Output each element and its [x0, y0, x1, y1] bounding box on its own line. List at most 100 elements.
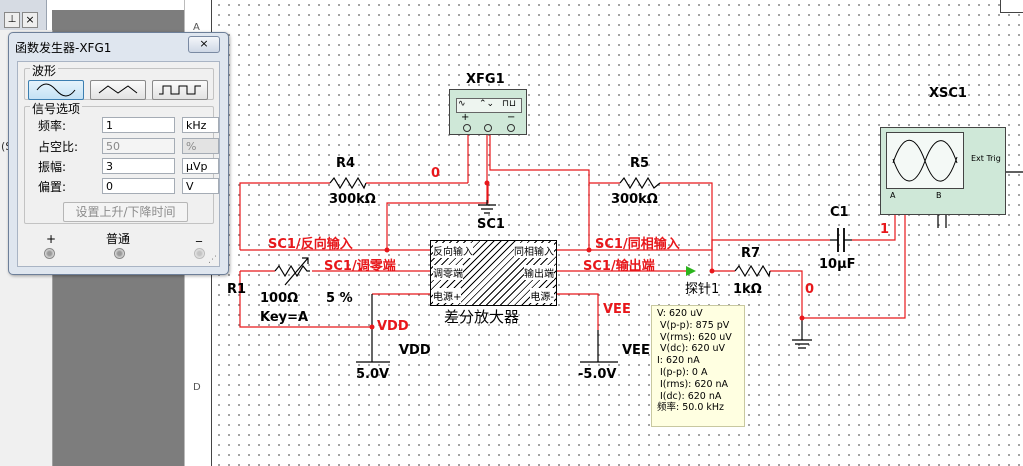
sine-icon: ∿	[458, 99, 466, 109]
window-title: 函数发生器-XFG1	[15, 41, 112, 55]
terminal-plus-label: +	[46, 232, 57, 246]
tip-line: V(rms): 620 uV	[660, 331, 732, 343]
offset-unit-select[interactable]: V	[182, 178, 219, 194]
wire-inv-top	[386, 183, 489, 250]
r4-value: 300kΩ	[329, 192, 376, 207]
panel-close-button[interactable]: ×	[22, 12, 38, 28]
tip-line: I(rms): 620 nA	[660, 378, 729, 390]
duty-unit: %	[182, 138, 219, 154]
wire-xfg-minus	[489, 130, 590, 250]
sc1-out-label: SC1/输出端	[583, 259, 655, 274]
terminal-common-icon[interactable]	[114, 248, 125, 259]
amplitude-input[interactable]: 3	[102, 158, 175, 174]
r1-arrow	[284, 257, 309, 286]
square-wave-button[interactable]	[152, 80, 208, 100]
r1-value: 100Ω	[260, 291, 299, 306]
sine-wave-button[interactable]	[28, 80, 84, 100]
sc1-inv-label: SC1/反向输入	[268, 237, 353, 252]
signal-options-title: 信号选项	[30, 100, 83, 117]
node-0-label: 0	[431, 166, 441, 181]
pane-fragment: (S	[1, 140, 13, 153]
pin-vpos: 电源+	[433, 288, 462, 303]
tip-line: I: 620 nA	[657, 355, 700, 367]
xsc1-oscilloscope[interactable]: Ext Trig A B	[880, 127, 1006, 215]
sc1-noninv-label: SC1/同相输入	[595, 237, 680, 252]
set-rise-fall-time-button[interactable]: 设置上升/下降时间	[63, 202, 188, 222]
amplitude-unit-select[interactable]: μVp	[182, 158, 219, 174]
r5-value: 300kΩ	[611, 192, 658, 207]
triangle-wave-button[interactable]	[90, 80, 146, 100]
terminal-minus-icon[interactable]	[194, 248, 205, 259]
pin-zero: 调零端	[433, 265, 463, 280]
sc1-zero-label: SC1/调零端	[324, 259, 396, 274]
node-0b-label: 0	[805, 282, 815, 297]
vee-value: -5.0V	[578, 367, 617, 382]
xfg1-instrument[interactable]: ∿ ⌃⌄ ⊓⊔ + −	[449, 89, 527, 135]
r5-zigzag	[619, 176, 661, 190]
terminal-minus-label: _	[196, 228, 202, 242]
pin-out: 输出端	[524, 265, 554, 280]
sheet-top-border-right	[1000, 0, 1023, 13]
wire-vee	[555, 293, 599, 330]
r1-percent: 5 %	[326, 291, 353, 306]
duty-input[interactable]: 50	[102, 138, 175, 154]
xsc1-label: XSC1	[929, 86, 967, 101]
panel-header: ⊥ ×	[0, 0, 47, 30]
wire-r5-right	[555, 182, 713, 251]
vdd-label: VDD	[399, 343, 431, 358]
pin-noninv: 同相输入	[514, 243, 554, 258]
tip-line: V(dc): 620 uV	[660, 343, 726, 355]
tip-line: V(p-p): 875 pV	[660, 319, 730, 331]
schematic-canvas[interactable]	[184, 0, 1023, 466]
r7-value: 1kΩ	[733, 282, 762, 297]
vee-net-label: VEE	[603, 302, 631, 317]
tip-line: 频率: 50.0 kHz	[657, 402, 725, 414]
r4-zigzag	[329, 176, 367, 190]
wire-out-c1	[711, 239, 830, 271]
diff-amp-block[interactable]: 反向输入 同相输入 调零端 输出端 电源+ 电源-	[430, 240, 557, 306]
pin-vneg: 电源-	[530, 288, 554, 303]
wire-scope-b-gnd	[802, 208, 906, 319]
scope-b-label: B	[936, 191, 942, 200]
offset-input[interactable]: 0	[102, 178, 175, 194]
vdd-net-label: VDD	[377, 319, 409, 334]
c1-label: C1	[830, 205, 849, 220]
function-generator-window[interactable]: 函数发生器-XFG1 × 波形 信号选项 频率: 1 kHz 占空比: 50 %…	[8, 32, 229, 275]
diff-amp-name: 差分放大器	[444, 308, 520, 326]
offset-label: 偏置:	[38, 180, 67, 194]
waveform-group-title: 波形	[30, 62, 59, 79]
wire-c1-right	[852, 208, 896, 241]
wire-r4-left	[239, 182, 330, 250]
vee-label: VEE	[622, 343, 650, 358]
window-close-button[interactable]: ×	[188, 36, 220, 53]
terminal-plus-icon[interactable]	[44, 248, 55, 259]
tip-line: V: 620 uV	[657, 308, 703, 319]
terminal-common-label: 普通	[106, 232, 131, 246]
ruler-letter-a: A	[193, 22, 200, 33]
tip-line: I(p-p): 0 A	[660, 366, 708, 378]
pin-button[interactable]: ⊥	[4, 12, 20, 28]
square-icon: ⊓⊔	[502, 99, 517, 109]
duty-label: 占空比:	[38, 140, 79, 154]
ext-trig-label: Ext Trig	[971, 154, 1001, 163]
r5-label: R5	[630, 156, 650, 171]
c1-plates	[837, 228, 845, 252]
freq-unit-select[interactable]: kHz	[182, 117, 219, 133]
node-1-label: 1	[880, 222, 890, 237]
r1-label: R1	[227, 282, 247, 297]
ruler-letter-d: D	[193, 382, 201, 393]
wire-zero-left	[239, 271, 372, 328]
freq-input[interactable]: 1	[102, 117, 175, 133]
window-body: 波形 信号选项 频率: 1 kHz 占空比: 50 % 振幅: 3 μVp 偏置…	[17, 61, 220, 267]
resize-grip-icon[interactable]: ⋰	[208, 255, 217, 265]
r7-zigzag	[734, 264, 771, 278]
probe-marker	[686, 266, 696, 276]
amplitude-label: 振幅:	[38, 160, 67, 174]
triangle-icon: ⌃⌄	[479, 99, 495, 109]
probe-tooltip: V: 620 uV V(p-p): 875 pV V(rms): 620 uV …	[651, 305, 745, 427]
scope-a-label: A	[890, 191, 896, 200]
probe-label: 探针1	[685, 282, 720, 297]
r1-key: Key=A	[260, 310, 309, 325]
xfg1-label: XFG1	[466, 72, 505, 87]
pin-inv: 反向输入	[433, 243, 473, 258]
